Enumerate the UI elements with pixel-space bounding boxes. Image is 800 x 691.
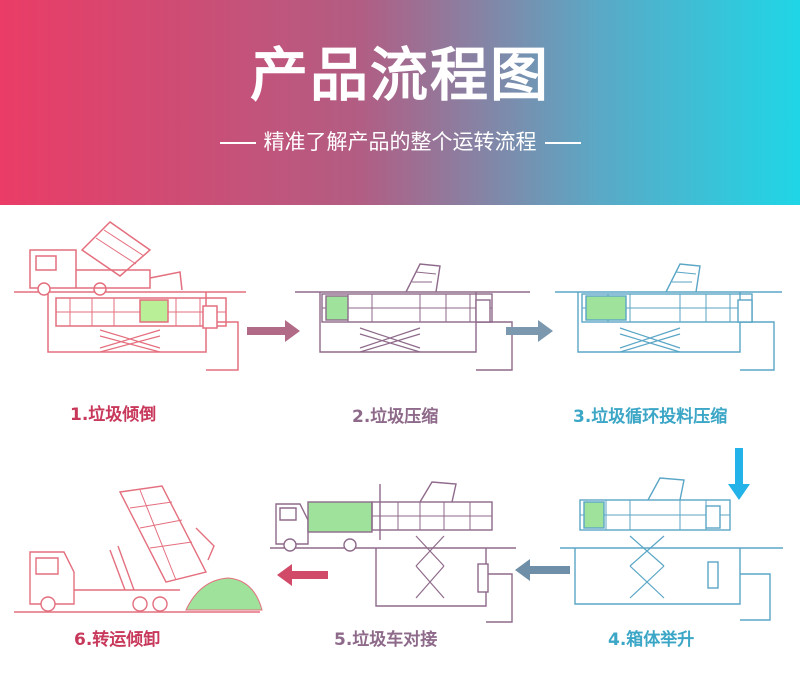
subtitle-dash-right bbox=[544, 142, 581, 144]
step-6-label: 6.转运倾卸 bbox=[74, 629, 160, 650]
step-4-label: 4.箱体举升 bbox=[608, 629, 694, 650]
header-banner: 产品流程图 精准了解产品的整个运转流程 bbox=[0, 0, 800, 205]
step-2-label: 2.垃圾压缩 bbox=[352, 406, 438, 427]
page-title: 产品流程图 bbox=[249, 41, 550, 109]
step-2-illustration bbox=[295, 263, 530, 371]
arrow-2-to-3 bbox=[506, 320, 553, 342]
step-4-illustration bbox=[560, 477, 783, 621]
step-3-illustration bbox=[555, 263, 782, 371]
step-1-label: 1.垃圾倾倒 bbox=[70, 404, 156, 425]
arrow-5-to-6 bbox=[277, 564, 328, 586]
step-6-illustration bbox=[14, 485, 260, 613]
arrow-1-to-2 bbox=[247, 320, 300, 342]
step-5-illustration bbox=[270, 481, 516, 623]
step-3-label: 3.垃圾循环投料压缩 bbox=[573, 406, 727, 427]
page-subtitle: 精准了解产品的整个运转流程 bbox=[0, 126, 800, 156]
garbage-pile bbox=[185, 577, 263, 611]
step-5-label: 5.垃圾车对接 bbox=[334, 629, 437, 650]
subtitle-dash-left bbox=[219, 142, 256, 144]
arrow-4-to-5 bbox=[515, 559, 570, 581]
subtitle-text: 精准了解产品的整个运转流程 bbox=[263, 130, 537, 154]
step-1-illustration bbox=[14, 221, 246, 371]
arrow-3-to-4 bbox=[728, 448, 750, 500]
